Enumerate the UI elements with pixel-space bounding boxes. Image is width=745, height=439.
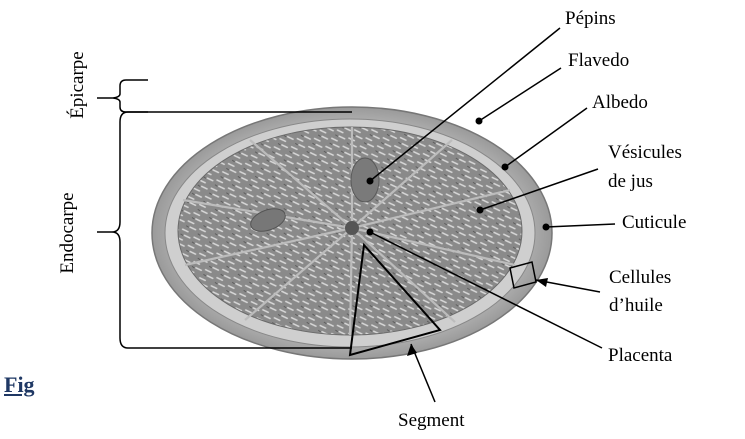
epicarpe-brace	[97, 80, 148, 112]
label-epicarpe: Épicarpe	[67, 45, 89, 125]
label-cellules-line2: d’huile	[609, 295, 663, 317]
label-placenta: Placenta	[608, 345, 672, 367]
label-flavedo: Flavedo	[568, 50, 629, 72]
seed	[351, 158, 379, 202]
label-segment: Segment	[398, 410, 465, 432]
label-vesicules-line2: de jus	[608, 171, 653, 193]
label-pepins: Pépins	[565, 8, 616, 30]
label-cellules-line1: Cellules	[609, 267, 671, 289]
fruit-slice	[152, 107, 552, 359]
label-endocarpe: Endocarpe	[57, 183, 79, 283]
placenta-core	[345, 221, 359, 235]
label-cuticule: Cuticule	[622, 212, 686, 234]
label-vesicules-line1: Vésicules	[608, 142, 682, 164]
label-albedo: Albedo	[592, 92, 648, 114]
figure-caption: Fig	[4, 372, 35, 398]
